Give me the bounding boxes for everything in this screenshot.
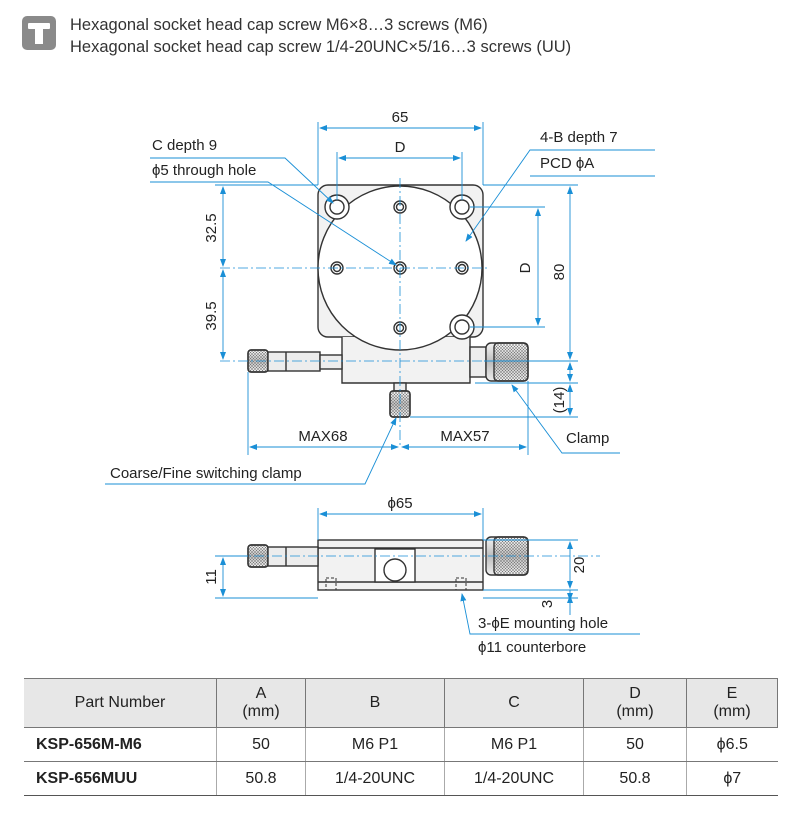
hex-key-icon — [22, 16, 56, 50]
dim-height-80: 80 — [551, 264, 568, 281]
header-a: A(mm) — [216, 678, 306, 728]
label-pcd: PCD ϕA — [540, 155, 594, 172]
cell-a: 50 — [216, 727, 306, 762]
label-c-depth: C depth 9 — [152, 137, 217, 154]
spec-table: Part Number A(mm) B C D(mm) E(mm) KSP-65… — [24, 678, 778, 796]
top-view — [247, 184, 529, 418]
label-through-hole: ϕ5 through hole — [152, 162, 256, 179]
header-d: D(mm) — [583, 678, 687, 728]
cell-b: 1/4-20UNC — [305, 761, 445, 796]
top-dimensions — [105, 122, 655, 485]
dim-lower-39-5: 39.5 — [203, 301, 220, 330]
cell-c: 1/4-20UNC — [444, 761, 584, 796]
drawing-labels: 65 D C depth 9 ϕ5 through hole 4-B depth… — [110, 109, 618, 656]
dim-side-11: 11 — [203, 569, 220, 585]
table-row: KSP-656MUU 50.8 1/4-20UNC 1/4-20UNC 50.8… — [24, 761, 778, 796]
header-part-number: Part Number — [24, 678, 217, 728]
header-c: C — [444, 678, 584, 728]
dim-side-20: 20 — [571, 557, 588, 574]
note-line-m6: Hexagonal socket head cap screw M6×8…3 s… — [70, 16, 488, 34]
dim-clamp-14: (14) — [551, 387, 568, 414]
dim-max-left: MAX68 — [298, 428, 347, 445]
cell-a: 50.8 — [216, 761, 306, 796]
screw-note: Hexagonal socket head cap screw M6×8…3 s… — [22, 12, 782, 68]
cell-part-number: KSP-656MUU — [24, 761, 217, 796]
dim-d-right: D — [517, 262, 534, 273]
label-switch-clamp: Coarse/Fine switching clamp — [110, 465, 302, 482]
cell-e: ϕ6.5 — [686, 727, 778, 762]
clamp-knob-right — [469, 342, 529, 382]
cell-e: ϕ7 — [686, 761, 778, 796]
dim-width-65: 65 — [392, 109, 409, 126]
side-view — [247, 536, 529, 591]
cell-part-number: KSP-656M-M6 — [24, 727, 217, 762]
table-row: KSP-656M-M6 50 M6 P1 M6 P1 50 ϕ6.5 — [24, 727, 778, 762]
label-counterbore: ϕ11 counterbore — [478, 639, 586, 656]
table-header-row: Part Number A(mm) B C D(mm) E(mm) — [24, 678, 778, 728]
cell-d: 50 — [583, 727, 687, 762]
label-clamp: Clamp — [566, 430, 609, 447]
label-b-depth: 4-B depth 7 — [540, 129, 618, 146]
note-line-uu: Hexagonal socket head cap screw 1/4-20UN… — [70, 38, 572, 56]
cell-b: M6 P1 — [305, 727, 445, 762]
header-b: B — [305, 678, 445, 728]
cell-c: M6 P1 — [444, 727, 584, 762]
dim-max-right: MAX57 — [440, 428, 489, 445]
dim-d-top: D — [395, 139, 406, 156]
header-e: E(mm) — [686, 678, 778, 728]
technical-drawing: 65 D C depth 9 ϕ5 through hole 4-B depth… — [105, 109, 655, 656]
side-dimensions — [215, 508, 640, 635]
dim-side-3: 3 — [539, 600, 556, 608]
dim-upper-32-5: 32.5 — [203, 213, 220, 242]
dim-diameter-65: ϕ65 — [387, 495, 412, 512]
cell-d: 50.8 — [583, 761, 687, 796]
label-mount-hole: 3-ϕE mounting hole — [478, 615, 608, 632]
